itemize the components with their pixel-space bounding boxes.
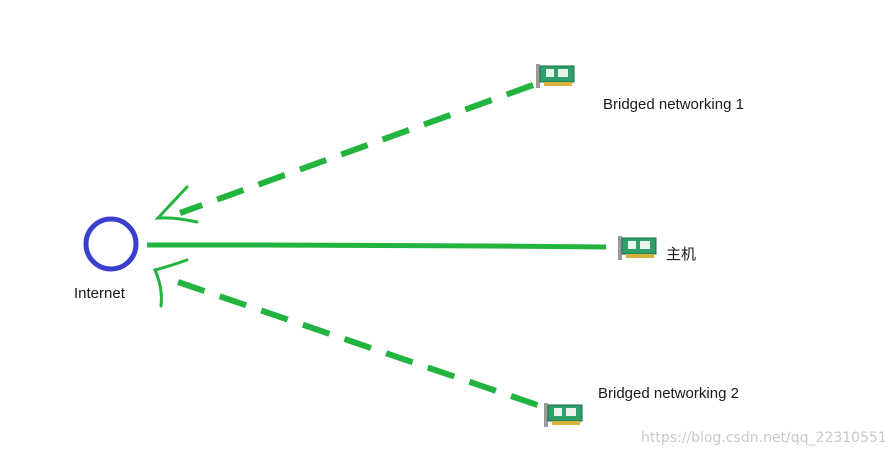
bridged2-label: Bridged networking 2 [598,385,739,402]
arrowhead-bridged2 [152,258,189,308]
internet-node [83,216,139,272]
network-card-icon [544,403,583,427]
internet-label: Internet [74,285,126,302]
network-card-icon [536,64,575,88]
bridged1-label: Bridged networking 1 [603,96,744,113]
arrowhead-bridged1 [154,185,199,224]
link-bridged1 [178,82,535,216]
host-label: 主机 [666,246,696,263]
network-card-icon [618,236,657,260]
link-host [147,242,607,250]
watermark-text: https://blog.csdn.net/qq_22310551 [641,430,887,446]
link-bridged2 [177,279,547,411]
